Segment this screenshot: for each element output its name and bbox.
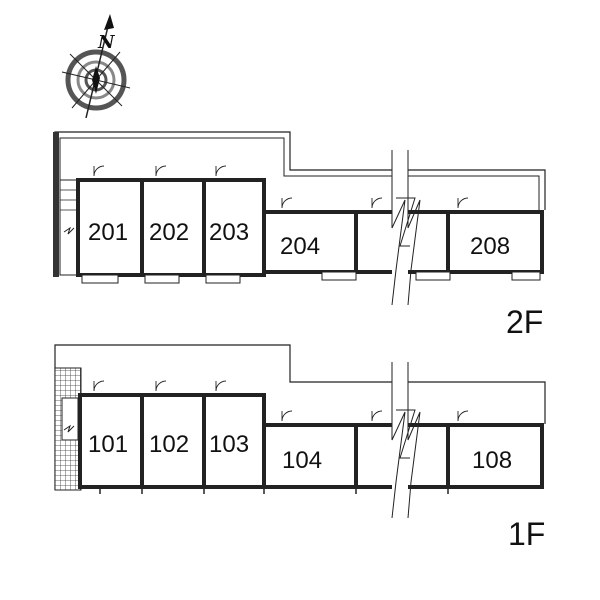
doors-1f bbox=[93, 380, 469, 422]
room-label-101: 101 bbox=[88, 431, 128, 458]
north-label: N bbox=[97, 32, 116, 53]
doors-2f bbox=[93, 165, 469, 209]
stair-2f bbox=[59, 179, 79, 276]
room-label-204: 204 bbox=[280, 233, 320, 260]
room-101[interactable] bbox=[78, 393, 144, 489]
room-103[interactable] bbox=[202, 393, 266, 489]
room-label-202: 202 bbox=[149, 219, 189, 246]
room-label-104: 104 bbox=[282, 447, 322, 474]
room-label-102: 102 bbox=[149, 431, 189, 458]
room-104[interactable] bbox=[262, 423, 358, 489]
break-line-2f bbox=[391, 150, 421, 306]
room-208[interactable] bbox=[446, 210, 544, 274]
room-label-108: 108 bbox=[472, 447, 512, 474]
wall-ticks-1f bbox=[99, 487, 449, 494]
break-line-1f bbox=[391, 362, 421, 519]
balconies-2f bbox=[81, 271, 541, 284]
room-108[interactable] bbox=[446, 423, 544, 489]
room-label-203: 203 bbox=[209, 219, 249, 246]
compass-icon: N bbox=[61, 14, 131, 119]
floor-2f-plan: 201 202 203 204 208 2F bbox=[53, 131, 546, 340]
floor-label-1f: 1F bbox=[508, 516, 545, 552]
room-label-201: 201 bbox=[88, 219, 128, 246]
stair-1f bbox=[54, 367, 82, 491]
room-label-208: 208 bbox=[470, 233, 510, 260]
floor-label-2f: 2F bbox=[506, 304, 543, 340]
room-label-103: 103 bbox=[209, 431, 249, 458]
floor-1f-plan: 101 102 103 104 108 1F bbox=[54, 344, 546, 552]
